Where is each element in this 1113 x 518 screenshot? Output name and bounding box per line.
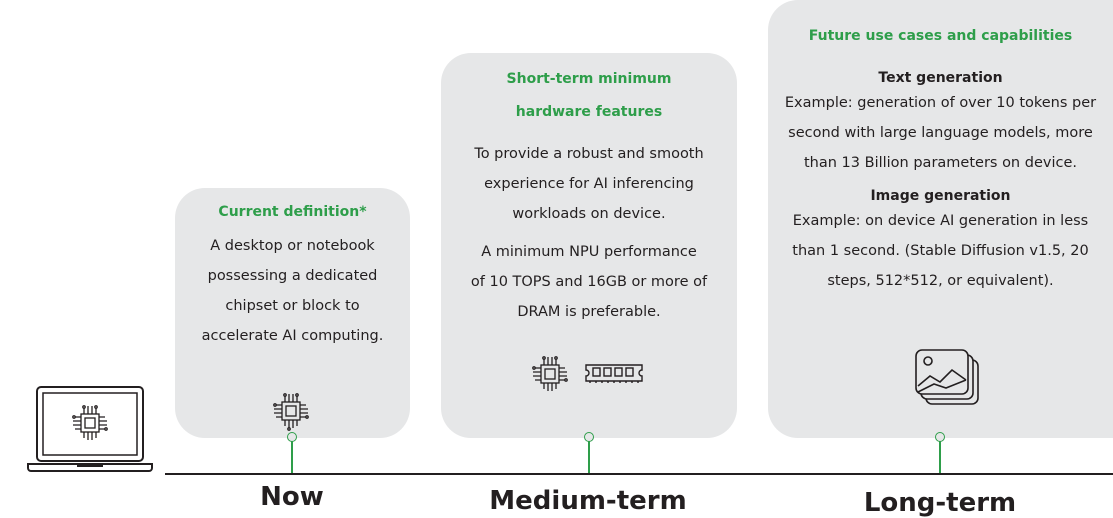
connector-medium	[588, 438, 590, 474]
body-line: than 1 second. (Stable Diffusion v1.5, 2…	[792, 243, 1089, 259]
card-paragraph-2: A minimum NPU performance of 10 TOPS and…	[441, 237, 737, 327]
future-card: Future use cases and capabilities Text g…	[768, 0, 1113, 438]
short-term-card: Short-term minimum hardware features To …	[441, 53, 737, 438]
card-title: Future use cases and capabilities	[808, 28, 1073, 44]
image-generation-body: Example: on device AI generation in less…	[768, 206, 1113, 296]
card-title: Short-term minimum hardware features	[441, 63, 737, 129]
body-line: workloads on device.	[512, 206, 666, 222]
laptop-with-chip-icon	[27, 384, 153, 474]
body-line: A minimum NPU performance	[481, 244, 697, 260]
body-line: second with large language models, more	[788, 125, 1093, 141]
body-line: DRAM is preferable.	[517, 304, 661, 320]
body-line: A desktop or notebook	[210, 238, 375, 254]
body-line: accelerate AI computing.	[201, 328, 384, 344]
image-generation-heading: Image generation	[870, 188, 1011, 204]
connector-dot-now	[287, 432, 297, 442]
card-paragraph-1: To provide a robust and smooth experienc…	[441, 139, 737, 229]
phase-now-label: Now	[260, 482, 324, 512]
connector-now	[291, 438, 293, 474]
chip-icon	[527, 353, 573, 395]
body-line: possessing a dedicated	[207, 268, 378, 284]
title-line: hardware features	[515, 104, 663, 120]
ram-module-icon	[583, 362, 645, 384]
current-definition-card: Current definition* A desktop or noteboo…	[175, 188, 410, 438]
image-stack-icon	[914, 348, 984, 408]
connector-dot-long	[935, 432, 945, 442]
phase-medium-label: Medium-term	[489, 486, 687, 516]
connector-long	[939, 438, 941, 474]
body-line: chipset or block to	[225, 298, 360, 314]
body-line: experience for AI inferencing	[484, 176, 694, 192]
body-line: than 13 Billion parameters on device.	[804, 155, 1077, 171]
card-body: A desktop or notebook possessing a dedic…	[175, 231, 410, 351]
timeline-axis	[165, 473, 1113, 475]
text-generation-body: Example: generation of over 10 tokens pe…	[768, 88, 1113, 178]
card-title: Current definition*	[218, 204, 367, 220]
phase-long-label: Long-term	[863, 488, 1017, 518]
text-generation-heading: Text generation	[878, 70, 1003, 86]
chip-icon	[268, 390, 314, 432]
connector-dot-medium	[584, 432, 594, 442]
body-line: Example: on device AI generation in less	[792, 213, 1089, 229]
body-line: steps, 512*512, or equivalent).	[827, 273, 1054, 289]
body-line: To provide a robust and smooth	[474, 146, 704, 162]
title-line: Short-term minimum	[506, 71, 672, 87]
body-line: of 10 TOPS and 16GB or more of	[470, 274, 708, 290]
body-line: Example: generation of over 10 tokens pe…	[784, 95, 1097, 111]
